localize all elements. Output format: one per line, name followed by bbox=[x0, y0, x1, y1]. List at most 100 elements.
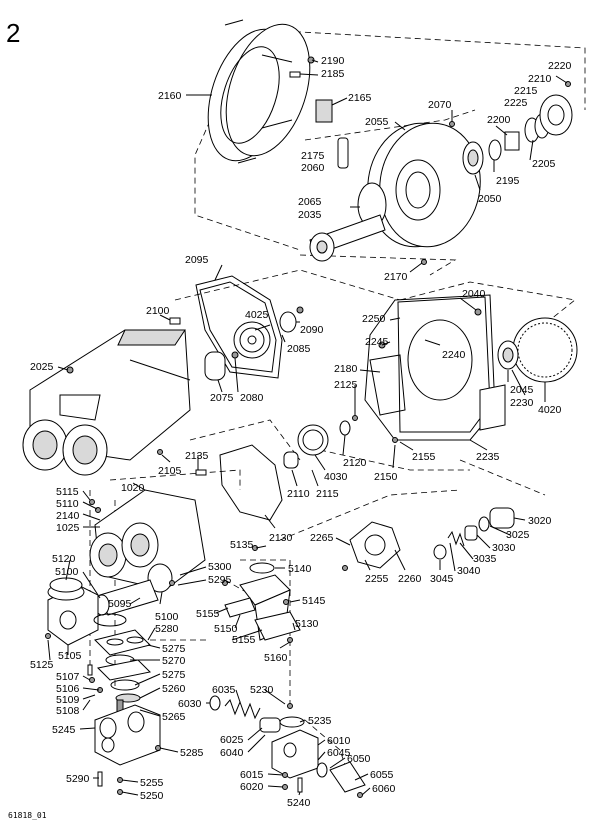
label-2125: 2125 bbox=[334, 379, 358, 391]
label-5270: 5270 bbox=[162, 655, 186, 667]
label-2260: 2260 bbox=[398, 573, 422, 585]
label-2155: 2155 bbox=[412, 451, 436, 463]
ring-6030-icon bbox=[209, 695, 221, 711]
label-5140: 5140 bbox=[288, 563, 312, 575]
label-2035: 2035 bbox=[298, 209, 322, 221]
cover-plate-2165-icon bbox=[315, 99, 333, 123]
label-2230: 2230 bbox=[510, 397, 534, 409]
label-2200: 2200 bbox=[487, 114, 511, 126]
label-2245: 2245 bbox=[365, 336, 389, 348]
label-2090: 2090 bbox=[300, 324, 324, 336]
leader-lines bbox=[47, 59, 568, 796]
label-2070: 2070 bbox=[428, 99, 452, 111]
label-6015: 6015 bbox=[240, 769, 264, 781]
label-2225: 2225 bbox=[504, 97, 528, 109]
label-5100: 5100 bbox=[55, 566, 79, 578]
label-5260: 5260 bbox=[162, 683, 186, 695]
label-5105: 5105 bbox=[58, 650, 82, 662]
gearbox-housing bbox=[364, 294, 506, 441]
label-5107: 5107 bbox=[56, 671, 80, 683]
label-1025: 1025 bbox=[56, 522, 80, 534]
ring-2090-icon bbox=[279, 311, 297, 333]
label-2095: 2095 bbox=[185, 254, 209, 266]
label-2235: 2235 bbox=[476, 451, 500, 463]
seal-5235-icon bbox=[279, 716, 305, 728]
label-2250: 2250 bbox=[362, 313, 386, 325]
label-6060: 6060 bbox=[372, 783, 396, 795]
bolt-2040-icon bbox=[474, 308, 482, 316]
label-2190: 2190 bbox=[321, 55, 345, 67]
spring-6035-icon bbox=[224, 699, 261, 720]
cover-6055-icon bbox=[329, 761, 366, 793]
label-3040: 3040 bbox=[457, 565, 481, 577]
bolt-2190-icon bbox=[307, 56, 315, 64]
label-5160: 5160 bbox=[264, 652, 288, 664]
label-2065: 2065 bbox=[298, 196, 322, 208]
valve-3020-icon bbox=[489, 507, 515, 529]
label-2210: 2210 bbox=[528, 73, 552, 85]
label-3025: 3025 bbox=[506, 529, 530, 541]
gear-4030-icon bbox=[297, 424, 329, 456]
plug-2185-icon bbox=[289, 71, 301, 78]
piston-6025-icon bbox=[259, 717, 281, 733]
label-3045: 3045 bbox=[430, 573, 454, 585]
label-2240: 2240 bbox=[442, 349, 466, 361]
ring-6045-icon bbox=[316, 762, 328, 778]
label-2175: 2175 bbox=[301, 150, 325, 162]
bushing-2200-icon bbox=[504, 131, 520, 151]
gear-4025-icon bbox=[233, 321, 271, 359]
gasket-stack bbox=[93, 613, 152, 715]
flywheel bbox=[357, 122, 481, 248]
label-3030: 3030 bbox=[492, 542, 516, 554]
label-5109: 5109 bbox=[56, 694, 80, 706]
label-6030: 6030 bbox=[178, 698, 202, 710]
label-2185: 2185 bbox=[321, 68, 345, 80]
bracket-5130-icon bbox=[254, 611, 301, 641]
label-5155: 5155 bbox=[196, 608, 220, 620]
ring-3045-icon bbox=[433, 544, 447, 560]
label-2110: 2110 bbox=[287, 488, 310, 500]
ring-2195-icon bbox=[488, 139, 502, 161]
label-2140: 2140 bbox=[56, 510, 80, 522]
label-3035: 3035 bbox=[473, 553, 497, 565]
label-2105: 2105 bbox=[158, 465, 182, 477]
label-2080: 2080 bbox=[240, 392, 264, 404]
bushing-2110-icon bbox=[283, 451, 299, 469]
label-2220: 2220 bbox=[548, 60, 572, 72]
label-2265: 2265 bbox=[310, 532, 334, 544]
label-5145: 5145 bbox=[302, 595, 326, 607]
label-4030: 4030 bbox=[324, 471, 348, 483]
label-2050: 2050 bbox=[478, 193, 502, 205]
label-5125: 5125 bbox=[30, 659, 54, 671]
label-6045: 6045 bbox=[327, 747, 351, 759]
label-5108: 5108 bbox=[56, 705, 80, 717]
label-5280: 5280 bbox=[155, 623, 179, 635]
label-5135: 5135 bbox=[230, 539, 254, 551]
label-6025: 6025 bbox=[220, 734, 244, 746]
bolt-2170-icon bbox=[421, 259, 427, 265]
label-2040: 2040 bbox=[462, 288, 486, 300]
label-5290: 5290 bbox=[66, 773, 90, 785]
label-2215: 2215 bbox=[514, 85, 538, 97]
label-2170: 2170 bbox=[384, 271, 408, 283]
washer-2120-icon bbox=[339, 420, 351, 436]
label-5300: 5300 bbox=[208, 561, 232, 573]
label-4020: 4020 bbox=[538, 404, 562, 416]
label-2205: 2205 bbox=[532, 158, 556, 170]
label-2255: 2255 bbox=[365, 573, 389, 585]
label-2100: 2100 bbox=[146, 305, 170, 317]
piston-3030-icon bbox=[464, 525, 478, 541]
figure-number: 2 bbox=[6, 18, 20, 48]
label-4025: 4025 bbox=[245, 309, 269, 321]
input-shaft bbox=[309, 214, 386, 262]
label-2115: 2115 bbox=[316, 488, 339, 500]
label-6020: 6020 bbox=[240, 781, 264, 793]
label-2055: 2055 bbox=[365, 116, 389, 128]
label-5095: 5095 bbox=[108, 598, 132, 610]
compressor-housing bbox=[22, 329, 191, 476]
gasket-2060-icon bbox=[337, 137, 349, 169]
pin-2100-icon bbox=[169, 317, 181, 325]
seal-5140-icon bbox=[249, 562, 275, 574]
